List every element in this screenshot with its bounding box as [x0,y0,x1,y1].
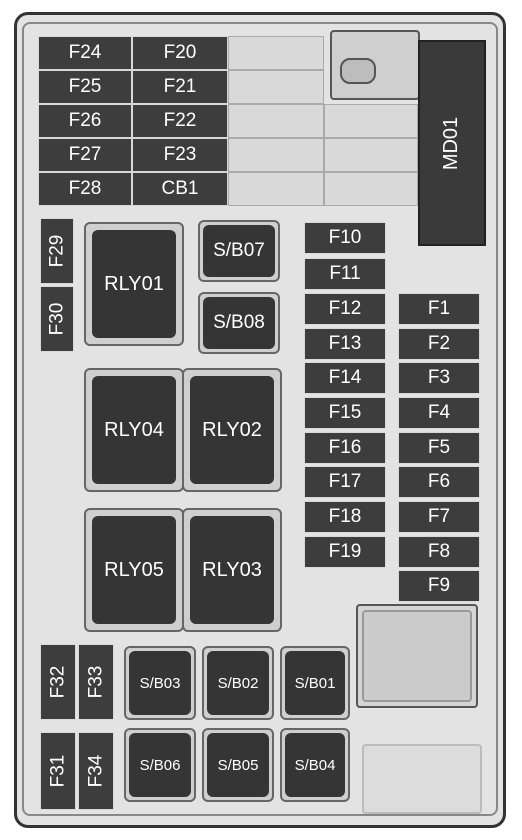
block-sb04: S/B04 [285,733,345,797]
fuse-f7: F7 [398,501,480,533]
fuse-f30: F30 [40,286,74,352]
module-md01: MD01 [418,40,486,246]
fuse-f24: F24 [38,36,132,70]
empty-slot [324,172,418,206]
fuse-f13: F13 [304,328,386,360]
fuse-f27: F27 [38,138,132,172]
fuse-f15: F15 [304,397,386,429]
fuse-f8: F8 [398,536,480,568]
fuse-f21: F21 [132,70,228,104]
fuse-f26: F26 [38,104,132,138]
block-sb03-frame: S/B03 [124,646,196,720]
fuse-box-inner-frame [22,22,498,816]
fuse-f3: F3 [398,362,480,394]
fuse-f6: F6 [398,466,480,498]
fuse-f11: F11 [304,258,386,290]
fuse-f12: F12 [304,293,386,325]
empty-slot [228,70,324,104]
fuse-f32-label: F32 [47,665,68,699]
block-sb08: S/B08 [203,297,275,349]
fuse-f4: F4 [398,397,480,429]
fuse-f31: F31 [40,732,76,810]
block-sb07-frame: S/B07 [198,220,280,282]
block-sb01-frame: S/B01 [280,646,350,720]
fuse-f19: F19 [304,536,386,568]
fuse-f23: F23 [132,138,228,172]
fuse-f10: F10 [304,222,386,254]
empty-slot [228,36,324,70]
block-sb01: S/B01 [285,651,345,715]
fuse-f33-label: F33 [85,665,106,699]
empty-slot [228,104,324,138]
fuse-f32: F32 [40,644,76,720]
fuse-f30-label: F30 [46,302,67,336]
empty-slot [324,138,418,172]
empty-connector-slot [362,610,472,702]
relay-rly02: RLY02 [190,376,274,484]
fuse-f34: F34 [78,732,114,810]
fuse-f20: F20 [132,36,228,70]
fuse-f2: F2 [398,328,480,360]
fuse-f31-label: F31 [47,754,68,788]
fuse-f22: F22 [132,104,228,138]
block-sb04-frame: S/B04 [280,728,350,802]
block-sb08-frame: S/B08 [198,292,280,354]
relay-rly05: RLY05 [92,516,176,624]
block-sb03: S/B03 [129,651,191,715]
relay-rly01: RLY01 [92,230,176,338]
fuse-f14: F14 [304,362,386,394]
fuse-f17: F17 [304,466,386,498]
empty-slot [324,104,418,138]
fuse-f34-label: F34 [85,754,106,788]
fuse-f29: F29 [40,218,74,284]
fuse-cb1: CB1 [132,172,228,206]
fuse-f1: F1 [398,293,480,325]
fuse-f28: F28 [38,172,132,206]
empty-connector-slot [362,744,482,814]
fuse-f5: F5 [398,432,480,464]
relay-rly03: RLY03 [190,516,274,624]
block-sb05: S/B05 [207,733,269,797]
block-sb06-frame: S/B06 [124,728,196,802]
relay-rly04: RLY04 [92,376,176,484]
fuse-f18: F18 [304,501,386,533]
top-slot-hole [340,58,376,84]
fuse-f29-label: F29 [46,234,67,268]
empty-slot [228,172,324,206]
fuse-f9: F9 [398,570,480,602]
fuse-f33: F33 [78,644,114,720]
block-sb05-frame: S/B05 [202,728,274,802]
empty-slot [228,138,324,172]
fuse-f16: F16 [304,432,386,464]
block-sb06: S/B06 [129,733,191,797]
block-sb02: S/B02 [207,651,269,715]
module-md01-label: MD01 [440,116,463,170]
block-sb02-frame: S/B02 [202,646,274,720]
fuse-f25: F25 [38,70,132,104]
block-sb07: S/B07 [203,225,275,277]
